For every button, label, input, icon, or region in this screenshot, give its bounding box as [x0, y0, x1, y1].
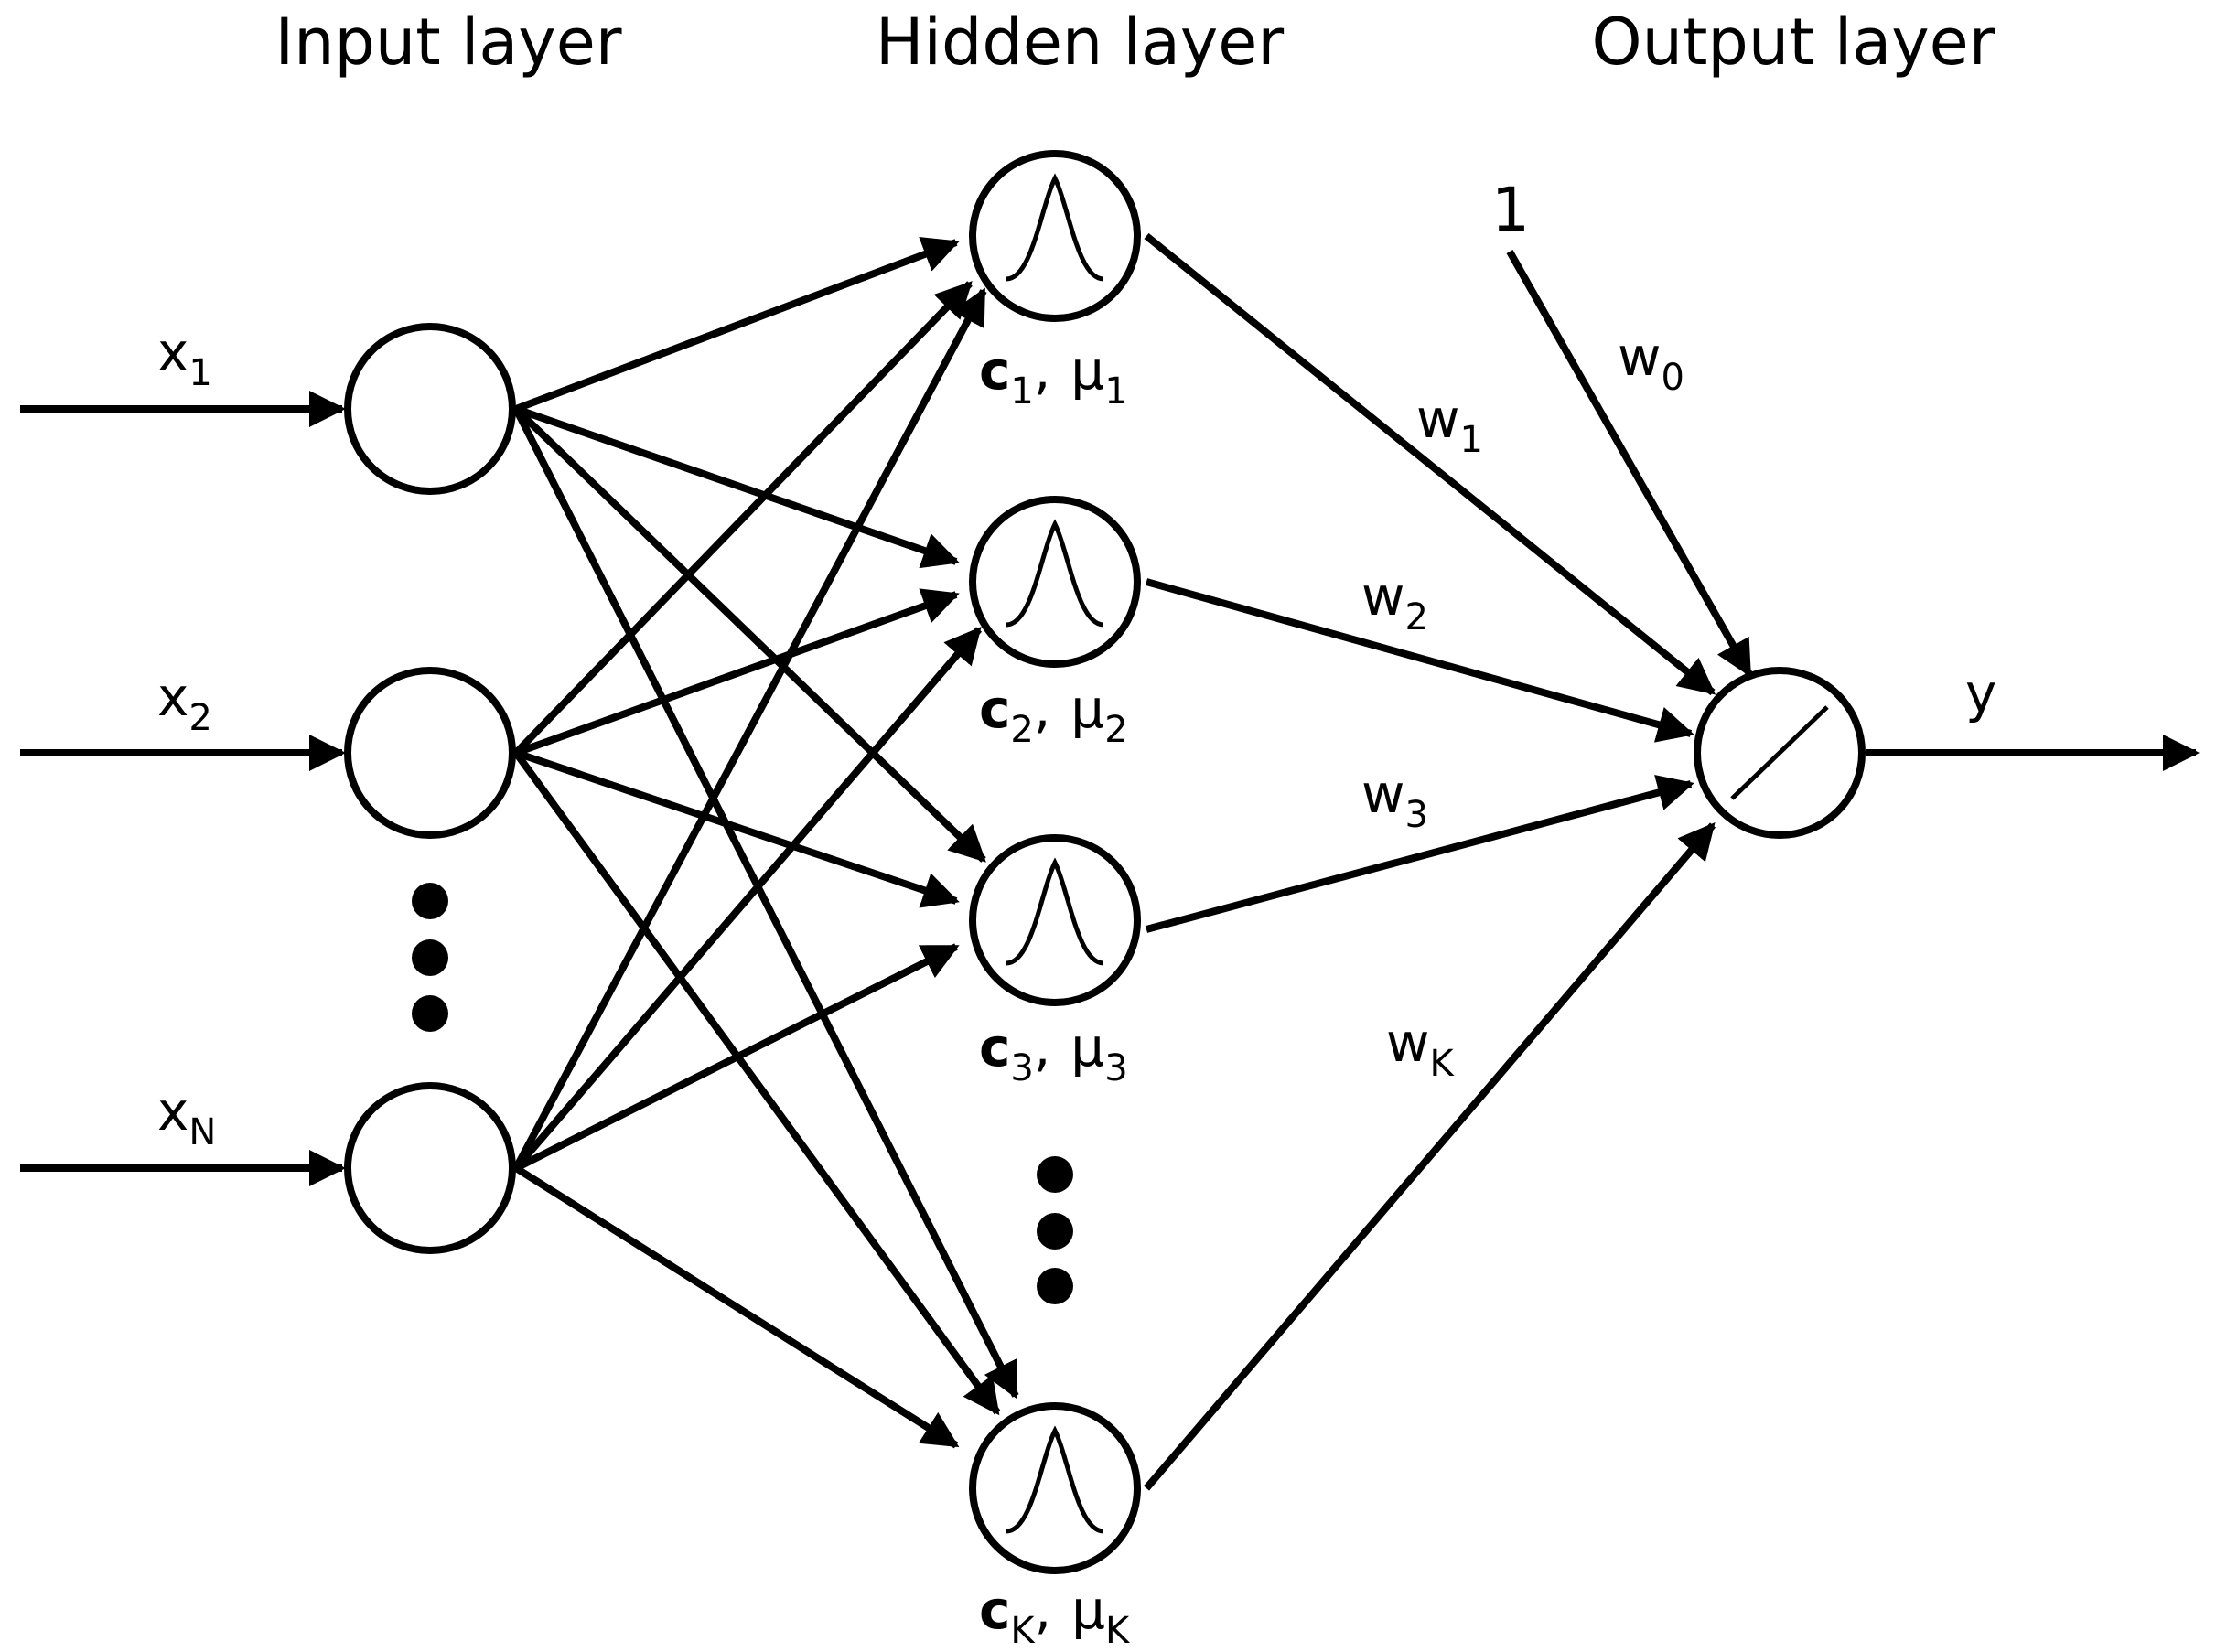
gaussian-icon — [1006, 173, 1104, 282]
hidden-label-3: c3,μ3 — [979, 1016, 1128, 1089]
edge-xN-hK — [513, 1164, 960, 1449]
linear-activation-icon — [1730, 705, 1829, 800]
hidden-node-K — [969, 1402, 1141, 1574]
hidden-to-output-edges — [1143, 232, 2200, 1491]
edge-x1-h1 — [514, 237, 960, 413]
input-to-hidden-edges — [512, 237, 1019, 1449]
gaussian-icon — [1006, 519, 1104, 628]
weight-label-w3: w3 — [1361, 763, 1428, 836]
hidden-label-K: cK,μK — [979, 1579, 1131, 1652]
hidden-node-3 — [969, 834, 1141, 1006]
hidden-node-2 — [969, 496, 1141, 668]
hidden-label-2: c2,μ2 — [979, 678, 1128, 751]
edge-xN-h3 — [514, 943, 960, 1172]
weight-label-w1: w1 — [1416, 388, 1483, 461]
gaussian-icon — [1006, 1425, 1104, 1534]
edge-xN-h2 — [512, 626, 983, 1171]
hidden-ellipsis — [1037, 1156, 1073, 1304]
edge-bias-out — [1506, 250, 1753, 678]
input-label-x2: x2 — [157, 666, 212, 739]
edge-x2-h3 — [514, 749, 960, 908]
edge-x2-hK — [512, 750, 1001, 1416]
edge-x2-h2 — [514, 588, 960, 756]
hidden-layer-title: Hidden layer — [876, 5, 1284, 80]
weight-label-w2: w2 — [1361, 565, 1428, 638]
input-label-xN: xN — [157, 1080, 216, 1153]
input-node-N — [344, 1082, 516, 1254]
edge-x1-hK — [512, 407, 1019, 1400]
output-label-y: y — [1965, 662, 1996, 724]
hidden-node-1 — [969, 150, 1141, 322]
edge-x2-h1 — [513, 281, 973, 756]
edge-h3-out — [1145, 774, 1694, 933]
input-node-1 — [344, 323, 516, 495]
hidden-label-1: c1,μ1 — [979, 339, 1128, 413]
weight-label-w0: w0 — [1618, 326, 1684, 399]
input-node-2 — [344, 667, 516, 839]
bias-label: 1 — [1491, 175, 1530, 245]
output-layer-title: Output layer — [1591, 5, 1995, 80]
weight-label-wK: wK — [1386, 1012, 1455, 1085]
input-label-x1: x1 — [157, 321, 212, 394]
edge-x1-h3 — [513, 406, 986, 863]
edge-x1-h2 — [514, 405, 960, 569]
edge-h1-out — [1144, 232, 1716, 696]
gaussian-icon — [1006, 857, 1104, 966]
edge-h2-out — [1145, 578, 1694, 743]
edge-hK-out — [1143, 821, 1716, 1491]
output-node — [1694, 667, 1866, 839]
edge-xN-h1 — [512, 287, 987, 1170]
input-ellipsis — [412, 883, 448, 1032]
input-layer-title: Input layer — [274, 5, 621, 80]
